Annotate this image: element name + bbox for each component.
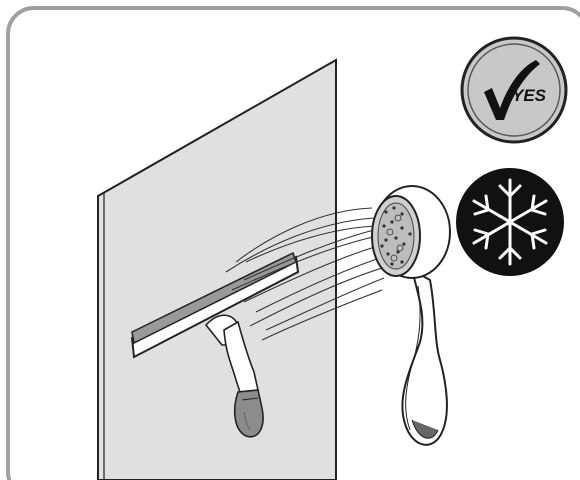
yes-badge: YES	[462, 38, 566, 142]
cold-badge	[456, 168, 564, 276]
badge-text: YES	[512, 86, 547, 105]
